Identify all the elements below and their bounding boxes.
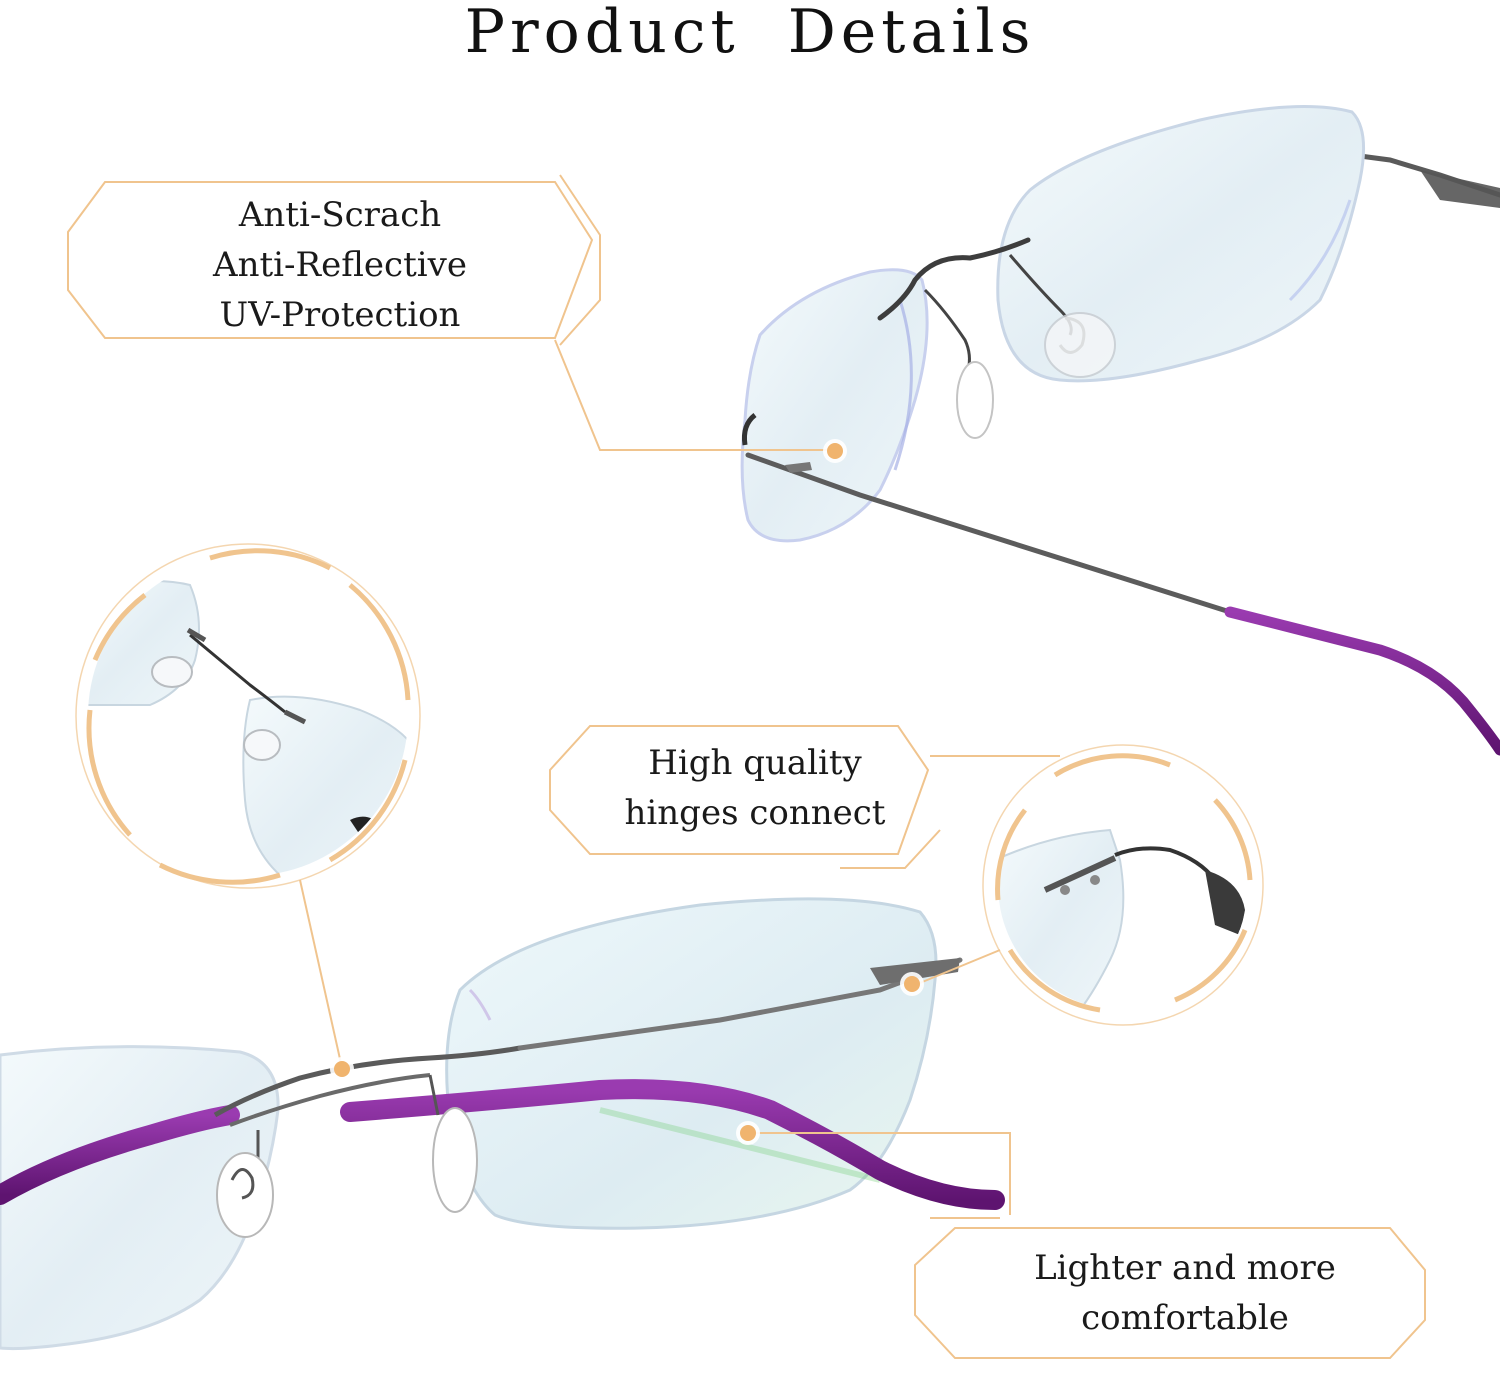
weight-frame: [914, 1217, 1426, 1359]
hinges-label: High quality hinges connect: [580, 738, 930, 838]
hinges-frame: [549, 725, 1060, 869]
weight-label: Lighter and more comfortable: [960, 1243, 1410, 1343]
marker-dots: [330, 439, 924, 1145]
anti-scratch-text: Anti-Scrach: [238, 195, 442, 235]
hinges-line-2: hinges connect: [624, 793, 886, 833]
lens-features-label: Anti-Scrach Anti-Reflective UV-Protectio…: [140, 190, 540, 340]
hinge-detail-circle: [982, 744, 1264, 1026]
page-title: Product Details: [464, 0, 1036, 67]
bridge-detail-circle: [75, 543, 421, 889]
leader-lines: [299, 339, 1011, 1215]
top-glasses-image: [740, 105, 1500, 756]
bottom-glasses-image: [0, 897, 1005, 1351]
hinges-line-1: High quality: [648, 743, 862, 783]
weight-line-1: Lighter and more: [1034, 1248, 1336, 1288]
lens-features-frame: [67, 174, 601, 346]
weight-line-2: comfortable: [1081, 1298, 1289, 1338]
anti-reflective-text: Anti-Reflective: [213, 245, 467, 285]
uv-protection-text: UV-Protection: [219, 295, 461, 335]
